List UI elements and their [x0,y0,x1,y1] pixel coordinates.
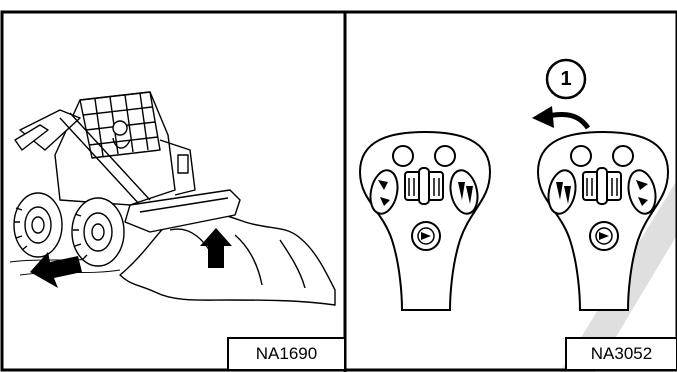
rear-tire [72,198,124,266]
ref-code-right: NA3052 [566,339,677,369]
callout-number: 1 [547,60,585,98]
front-tire [14,193,62,257]
right-joystick-handle [538,132,668,310]
left-joystick-handle [360,132,490,310]
rotate-left-arrow-icon [532,106,588,128]
ref-code-left: NA1690 [228,339,345,369]
